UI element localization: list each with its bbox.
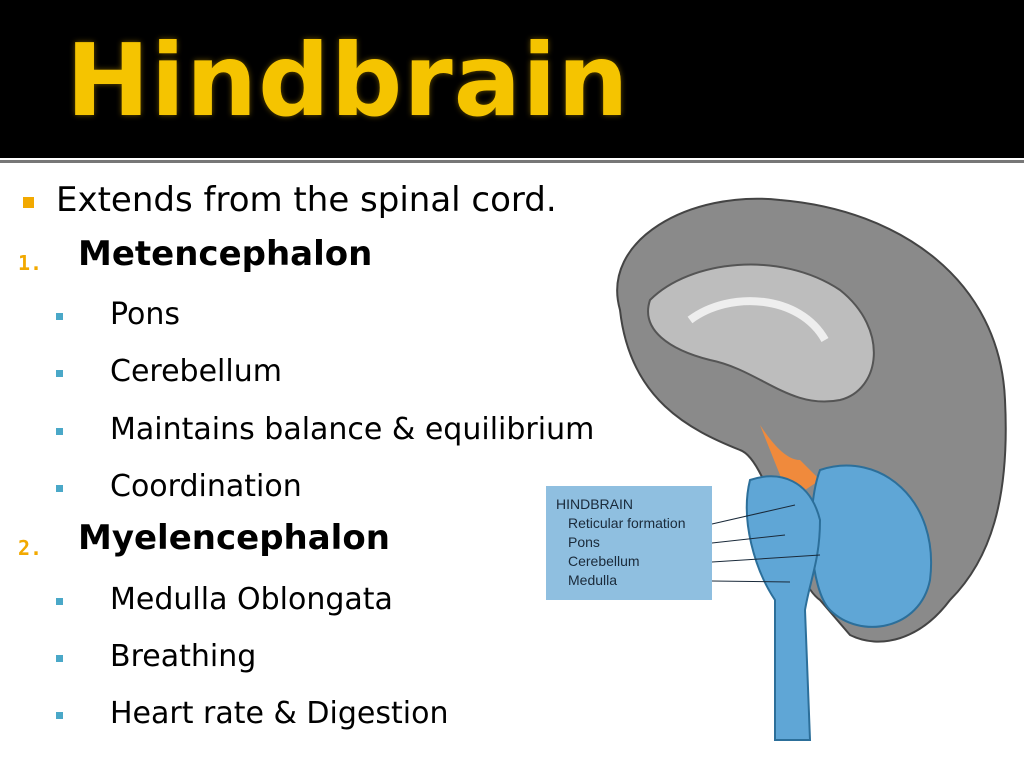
section-number: 2. [18,536,43,560]
bullet-icon [56,655,63,662]
list-item: Breathing [110,639,257,674]
list-item: Heart rate & Digestion [110,696,449,731]
legend-title: HINDBRAIN [556,496,634,512]
bullet-icon [56,313,63,320]
section-number: 1. [18,251,43,275]
bullet-icon [56,370,63,377]
bullet-icon [56,485,63,492]
list-item: Maintains balance & equilibrium [110,412,595,447]
list-item: Medulla Oblongata [110,582,393,617]
section-heading: Metencephalon [78,234,373,274]
divider [0,160,1024,163]
intro-bullet: Extends from the spinal cord. [56,180,557,220]
brain-illustration [616,197,1007,741]
list-item: Cerebellum [110,354,282,389]
bullet-icon [56,598,63,605]
list-item: Coordination [110,469,302,504]
bullet-icon [56,712,63,719]
legend-label-cerebellum: Cerebellum [568,553,640,569]
bullet-icon [56,428,63,435]
legend-label-reticular: Reticular formation [568,515,686,531]
title-bar: Hindbrain [0,0,1024,158]
legend-label-pons: Pons [568,534,600,550]
bullet-icon [23,197,34,208]
legend-label-medulla: Medulla [568,572,618,588]
slide-title: Hindbrain [66,22,630,139]
list-item: Pons [110,297,181,332]
hindbrain-legend: HINDBRAIN Reticular formation Pons Cereb… [546,486,712,600]
section-heading: Myelencephalon [78,518,390,558]
